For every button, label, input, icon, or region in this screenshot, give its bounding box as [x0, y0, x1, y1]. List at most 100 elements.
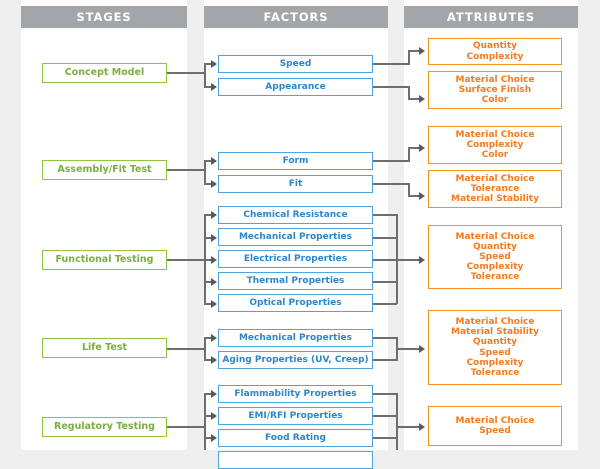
- stage-node-regulatory-testing[interactable]: Regulatory Testing: [42, 417, 167, 437]
- arrowhead-appearance: [211, 83, 217, 91]
- factor-node-appearance[interactable]: Appearance: [218, 78, 373, 96]
- arrowhead-attr-regulatory: [419, 423, 425, 431]
- connector-mechanical1-out: [373, 237, 397, 239]
- connector-fit-in: [408, 195, 421, 197]
- connector-speed-riser: [408, 50, 410, 65]
- connector-branch-food-rating: [204, 437, 214, 439]
- connector-form-in: [408, 147, 421, 149]
- arrowhead-attr-form: [419, 144, 425, 152]
- factor-node-overflow[interactable]: [218, 451, 373, 469]
- factor-node-speed[interactable]: Speed: [218, 55, 373, 73]
- factor-node-optical-properties[interactable]: Optical Properties: [218, 294, 373, 312]
- diagram-canvas: STAGES FACTORS ATTRIBUTES: [21, 0, 578, 469]
- connector-stage-functional-testing: [167, 259, 206, 261]
- factor-node-electrical-properties[interactable]: Electrical Properties: [218, 250, 373, 268]
- connector-branch-emi-rfi: [204, 415, 214, 417]
- arrowhead-attr-fit: [419, 192, 425, 200]
- stage-node-life-test[interactable]: Life Test: [42, 338, 167, 358]
- connector-branch-electrical: [204, 259, 214, 261]
- connector-appearance-riser: [408, 86, 410, 100]
- connector-form-riser: [408, 147, 410, 162]
- arrowhead-mechanical-properties-1: [211, 234, 217, 242]
- factor-node-thermal-properties[interactable]: Thermal Properties: [218, 272, 373, 290]
- connector-appearance-in: [408, 98, 421, 100]
- attribute-node-form[interactable]: Material Choice Complexity Color: [428, 126, 562, 164]
- connector-speed-out: [373, 63, 409, 65]
- connector-thermal-out: [373, 281, 397, 283]
- connector-stage-regulatory-testing: [167, 426, 206, 428]
- connector-chemical-out: [373, 214, 397, 216]
- factor-node-aging-properties[interactable]: Aging Properties (UV, Creep): [218, 351, 373, 369]
- attribute-node-functional[interactable]: Material Choice Quantity Speed Complexit…: [428, 225, 562, 289]
- connector-aging-out: [373, 359, 397, 361]
- arrowhead-flammability-properties: [211, 390, 217, 398]
- factor-node-mechanical-properties-1[interactable]: Mechanical Properties: [218, 228, 373, 246]
- stage-node-concept-model[interactable]: Concept Model: [42, 63, 167, 83]
- attribute-node-speed[interactable]: Quantity Complexity: [428, 38, 562, 65]
- column-header-factors: FACTORS: [204, 6, 388, 28]
- connector-branch-mechanical-2: [204, 337, 214, 339]
- arrowhead-form: [211, 157, 217, 165]
- connector-flammability-out: [373, 393, 397, 395]
- column-header-attributes: ATTRIBUTES: [404, 6, 578, 28]
- connector-stage-concept-model: [167, 72, 206, 74]
- arrowhead-fit: [211, 180, 217, 188]
- factor-node-emi-rfi-properties[interactable]: EMI/RFI Properties: [218, 407, 373, 425]
- connector-bus-concept-model: [204, 63, 206, 87]
- connector-stage-life-test: [167, 348, 206, 350]
- factor-node-fit[interactable]: Fit: [218, 175, 373, 193]
- arrowhead-optical-properties: [211, 300, 217, 308]
- arrowhead-attr-appearance: [419, 95, 425, 103]
- connector-branch-aging: [204, 359, 214, 361]
- connector-speed-in: [408, 50, 421, 52]
- connector-branch-optical: [204, 303, 214, 305]
- arrowhead-thermal-properties: [211, 278, 217, 286]
- arrowhead-mechanical-properties-2: [211, 334, 217, 342]
- column-header-stages: STAGES: [21, 6, 187, 28]
- connector-appearance-out: [373, 86, 409, 88]
- arrowhead-attr-functional: [419, 256, 425, 264]
- arrowhead-aging-properties: [211, 356, 217, 364]
- connector-regulatory-in: [396, 426, 421, 428]
- attribute-node-appearance[interactable]: Material Choice Surface Finish Color: [428, 71, 562, 109]
- factor-node-mechanical-properties-2[interactable]: Mechanical Properties: [218, 329, 373, 347]
- connector-branch-speed: [204, 63, 214, 65]
- stage-node-functional-testing[interactable]: Functional Testing: [42, 250, 167, 270]
- arrowhead-speed: [211, 60, 217, 68]
- arrowhead-chemical-resistance: [211, 211, 217, 219]
- connector-life-in: [396, 348, 421, 350]
- connector-branch-thermal: [204, 281, 214, 283]
- factor-node-chemical-resistance[interactable]: Chemical Resistance: [218, 206, 373, 224]
- connector-branch-form: [204, 160, 214, 162]
- connector-bus-regulatory: [204, 393, 206, 450]
- stage-node-assembly-fit-test[interactable]: Assembly/Fit Test: [42, 160, 167, 180]
- attribute-node-life[interactable]: Material Choice Material Stability Quant…: [428, 310, 562, 385]
- connector-form-out: [373, 160, 409, 162]
- connector-branch-flammability: [204, 393, 214, 395]
- arrowhead-attr-life: [419, 345, 425, 353]
- column-panel-factors: [204, 0, 388, 450]
- connector-branch-appearance: [204, 86, 214, 88]
- connector-functional-in: [373, 259, 421, 261]
- factor-node-flammability-properties[interactable]: Flammability Properties: [218, 385, 373, 403]
- connector-fit-riser: [408, 183, 410, 197]
- connector-merge-regulatory: [396, 393, 398, 450]
- connector-stage-assembly-fit-test: [167, 169, 206, 171]
- arrowhead-food-rating: [211, 434, 217, 442]
- connector-fit-out: [373, 183, 409, 185]
- arrowhead-attr-speed: [419, 47, 425, 55]
- attribute-node-fit[interactable]: Material Choice Tolerance Material Stabi…: [428, 170, 562, 208]
- factor-node-form[interactable]: Form: [218, 152, 373, 170]
- factor-node-food-rating[interactable]: Food Rating: [218, 429, 373, 447]
- connector-branch-fit: [204, 183, 214, 185]
- connector-branch-mechanical-1: [204, 237, 214, 239]
- attribute-node-regulatory[interactable]: Material Choice Speed: [428, 406, 562, 446]
- arrowhead-electrical-properties: [211, 256, 217, 264]
- arrowhead-emi-rfi-properties: [211, 412, 217, 420]
- connector-mechanical2-out: [373, 337, 397, 339]
- connector-food-rating-out: [373, 437, 397, 439]
- connector-emi-rfi-out: [373, 415, 397, 417]
- connector-branch-chemical: [204, 214, 214, 216]
- connector-optical-out: [373, 303, 397, 305]
- connector-bus-life: [204, 337, 206, 361]
